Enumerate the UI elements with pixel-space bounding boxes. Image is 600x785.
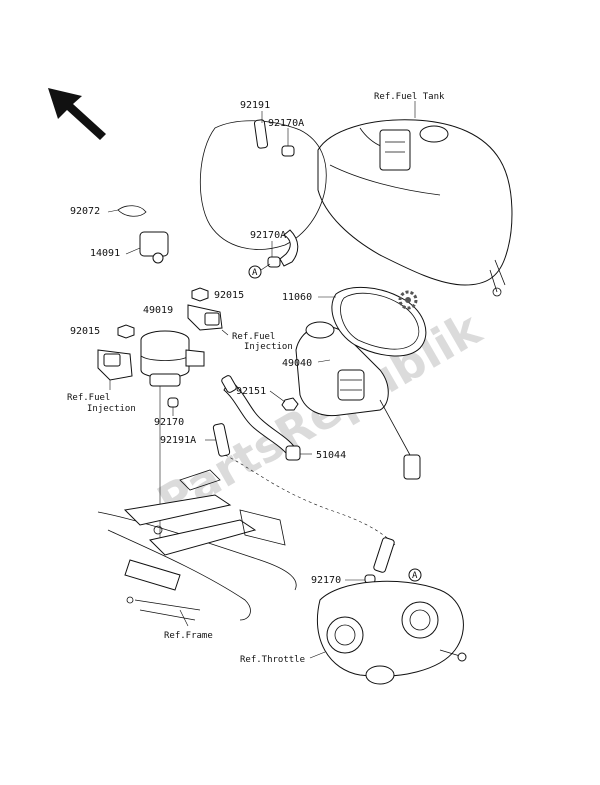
leader-fuel-inj-right <box>221 329 229 336</box>
leader-throttle <box>309 651 326 659</box>
gear-icon <box>398 290 418 310</box>
label-92170-low: 92170 <box>311 575 341 586</box>
clamp-92170a-mid <box>267 256 281 268</box>
label-ref-frame: Ref.Frame <box>164 631 213 641</box>
fuel-tank <box>317 119 513 297</box>
label-ref-fuel-inj-left-1: Ref.Fuel <box>67 393 110 403</box>
fuel-pump-49040 <box>295 321 421 480</box>
connector-a-left: A <box>248 263 271 279</box>
hose-51044 <box>221 375 301 461</box>
svg-text:A: A <box>252 268 258 278</box>
label-49040: 49040 <box>282 358 312 369</box>
label-ref-fuel-inj-left-2: Injection <box>87 404 136 414</box>
clamp-92170a-top <box>281 145 295 157</box>
label-92170a-top: 92170A <box>268 118 304 129</box>
label-ref-fuel-inj-right-2: Injection <box>244 342 293 352</box>
leader-49040 <box>317 359 331 363</box>
bolt-92151 <box>281 397 299 411</box>
svg-text:A: A <box>412 571 418 581</box>
label-92191: 92191 <box>240 100 270 111</box>
label-92191a: 92191A <box>160 435 196 446</box>
clip-92072 <box>117 205 147 217</box>
clamp-92170-mid <box>167 397 179 408</box>
label-51044: 51044 <box>316 450 346 461</box>
throttle-body <box>316 580 467 685</box>
label-92170-mid: 92170 <box>154 417 184 428</box>
bracket-left <box>97 349 133 381</box>
label-92015-left: 92015 <box>70 326 100 337</box>
leader-frame <box>179 609 189 627</box>
leader-92072 <box>107 209 119 213</box>
frame <box>97 469 297 621</box>
label-14091: 14091 <box>90 248 120 259</box>
nut-92015-left <box>117 324 135 339</box>
label-ref-fuel-tank: Ref.Fuel Tank <box>374 92 445 102</box>
hose-92191a <box>212 423 231 457</box>
label-92015-right: 92015 <box>214 290 244 301</box>
gasket-11060 <box>331 286 427 357</box>
label-ref-fuel-inj-right-1: Ref.Fuel <box>232 332 275 342</box>
connector-a-right: A <box>408 568 422 582</box>
label-92170a-mid: 92170A <box>250 230 286 241</box>
label-49019: 49019 <box>143 305 173 316</box>
nut-92015-right <box>191 287 209 302</box>
cover-14091 <box>139 231 169 264</box>
hose-throttle <box>373 537 395 573</box>
label-92072: 92072 <box>70 206 100 217</box>
leader-92151 <box>269 390 286 403</box>
bracket-right <box>187 304 223 331</box>
label-11060: 11060 <box>282 292 312 303</box>
tank-outline-dashed <box>199 120 327 250</box>
label-92151: 92151 <box>236 386 266 397</box>
direction-arrow-icon <box>48 88 106 140</box>
hose-route-dashed <box>224 454 396 546</box>
leader-14091 <box>125 247 141 255</box>
label-ref-throttle: Ref.Throttle <box>240 655 305 665</box>
hose-92191 <box>253 119 269 149</box>
canister-49019 <box>140 330 205 540</box>
